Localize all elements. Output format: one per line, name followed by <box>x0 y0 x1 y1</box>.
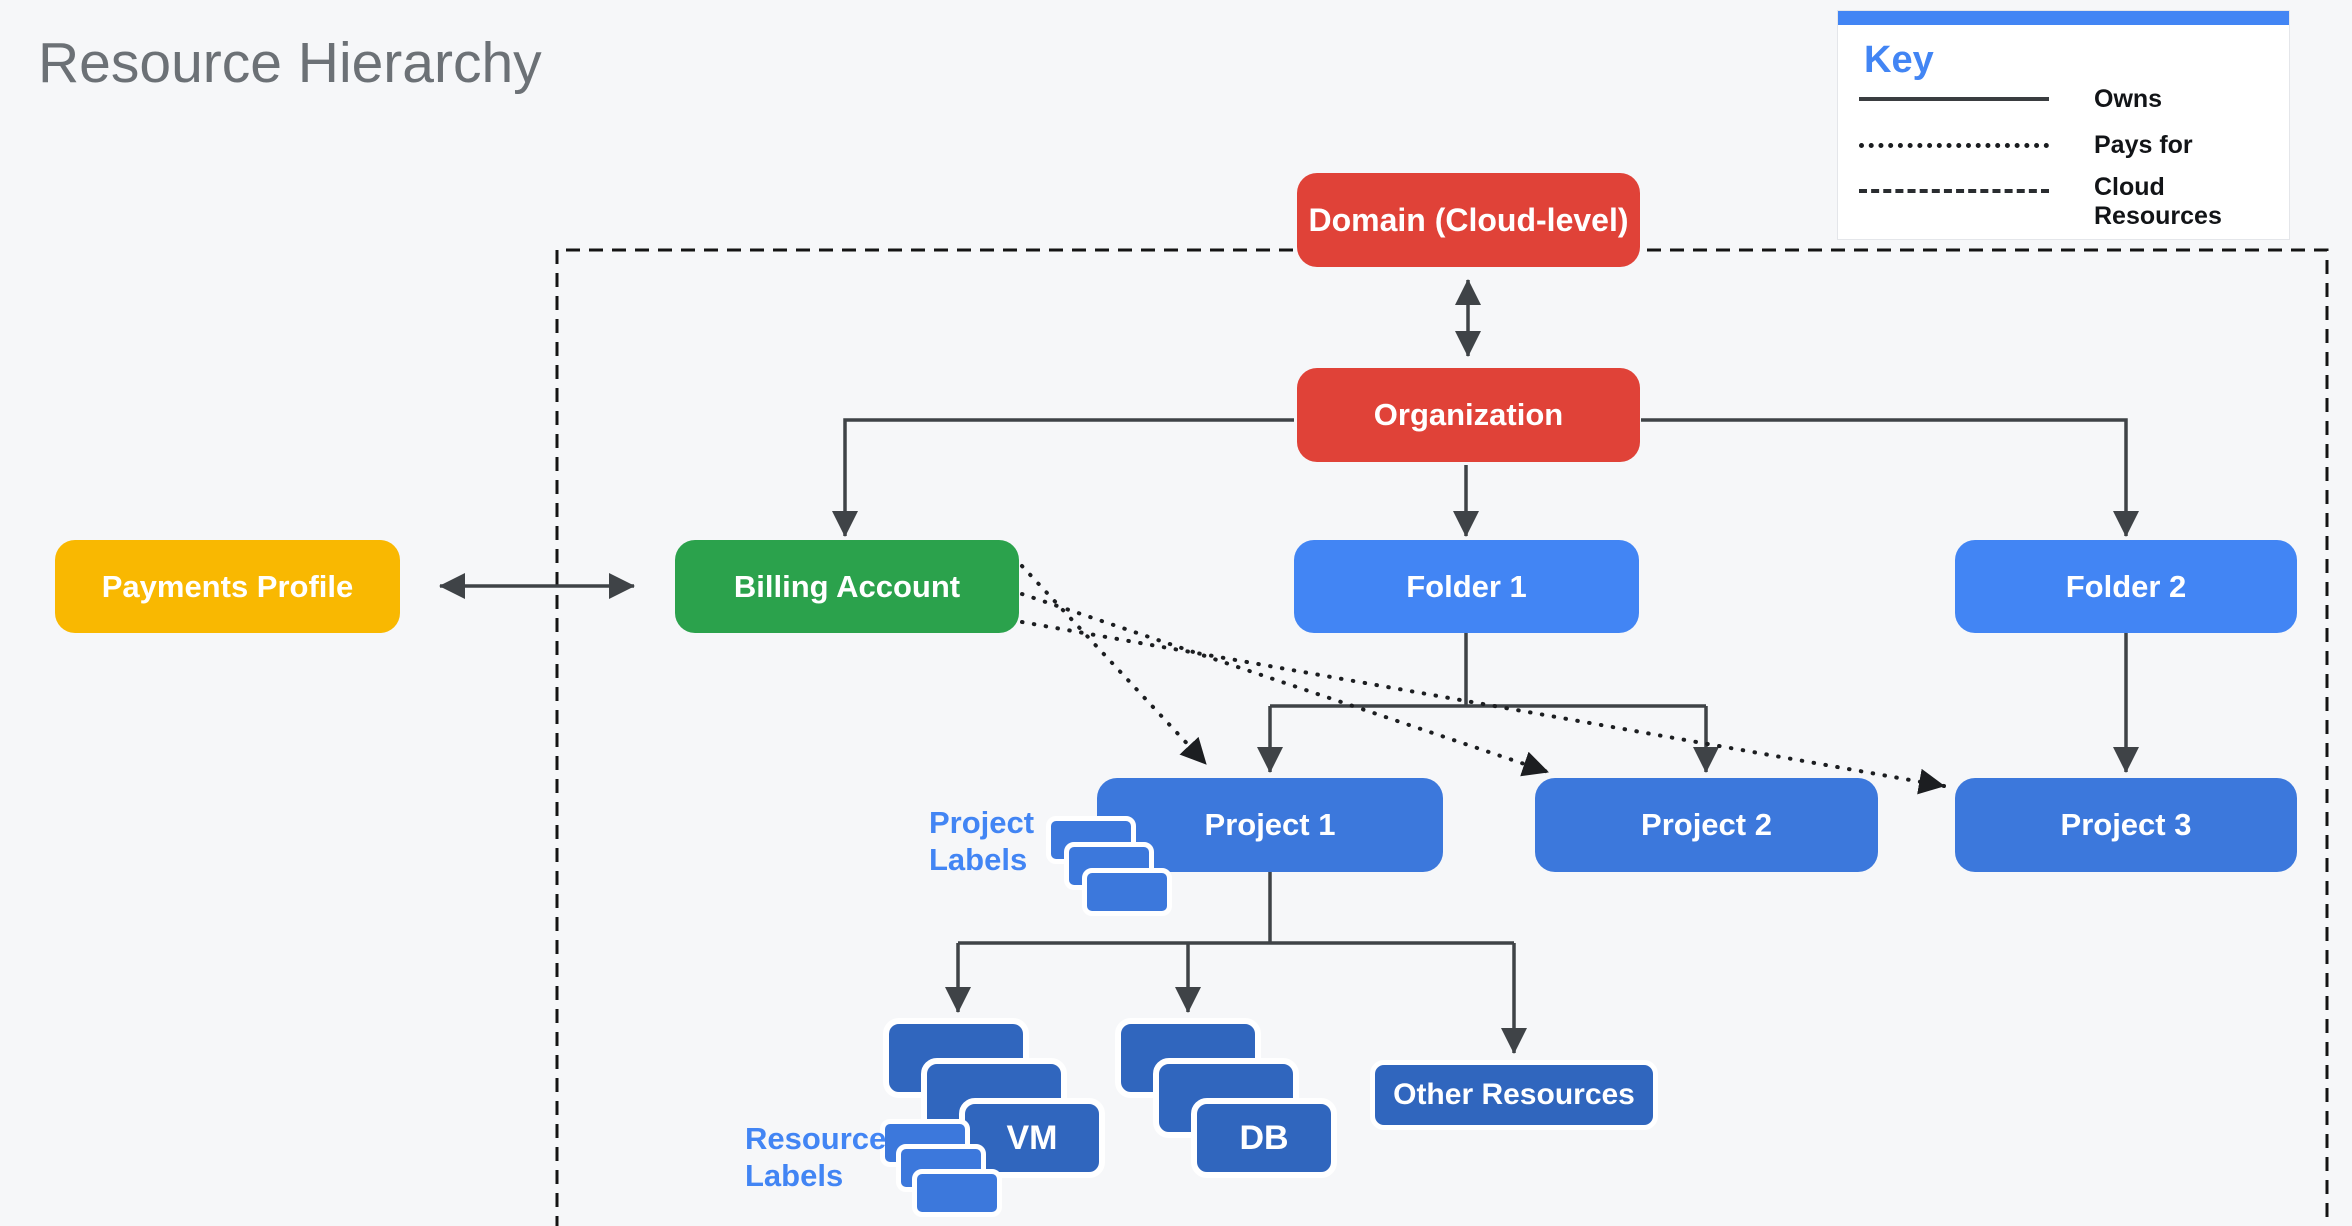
key-heading: Key <box>1864 39 1934 81</box>
key-label-cloud-resources: Cloud Resources <box>2094 173 2222 230</box>
node-billing-account: Billing Account <box>675 540 1019 633</box>
page-title: Resource Hierarchy <box>38 31 542 95</box>
node-project-1: Project 1 <box>1097 778 1443 872</box>
node-db: DB <box>1191 1098 1337 1178</box>
node-folder-1: Folder 1 <box>1294 540 1639 633</box>
key-label-owns: Owns <box>2094 85 2163 113</box>
node-project-2: Project 2 <box>1535 778 1878 872</box>
resource-label-chip-icon <box>912 1169 1002 1217</box>
node-folder-2: Folder 2 <box>1955 540 2297 633</box>
key-panel: Key Owns Pays for Cloud Resources <box>1837 10 2290 240</box>
key-panel-accent-bar <box>1838 11 2289 25</box>
node-organization: Organization <box>1297 368 1640 462</box>
project-label-chip-icon <box>1082 868 1172 916</box>
node-other-resources: Other Resources <box>1370 1060 1658 1130</box>
project-labels-annotation: Project Labels <box>929 805 1035 877</box>
key-dotted-line-icon <box>1859 143 2049 148</box>
node-payments-profile: Payments Profile <box>55 540 400 633</box>
resource-labels-annotation: Resource Labels <box>745 1121 887 1193</box>
key-label-pays-for: Pays for <box>2094 131 2193 159</box>
key-dashed-line-icon <box>1859 189 2049 193</box>
node-project-3: Project 3 <box>1955 778 2297 872</box>
node-domain: Domain (Cloud-level) <box>1297 173 1640 267</box>
key-solid-line-icon <box>1859 97 2049 101</box>
